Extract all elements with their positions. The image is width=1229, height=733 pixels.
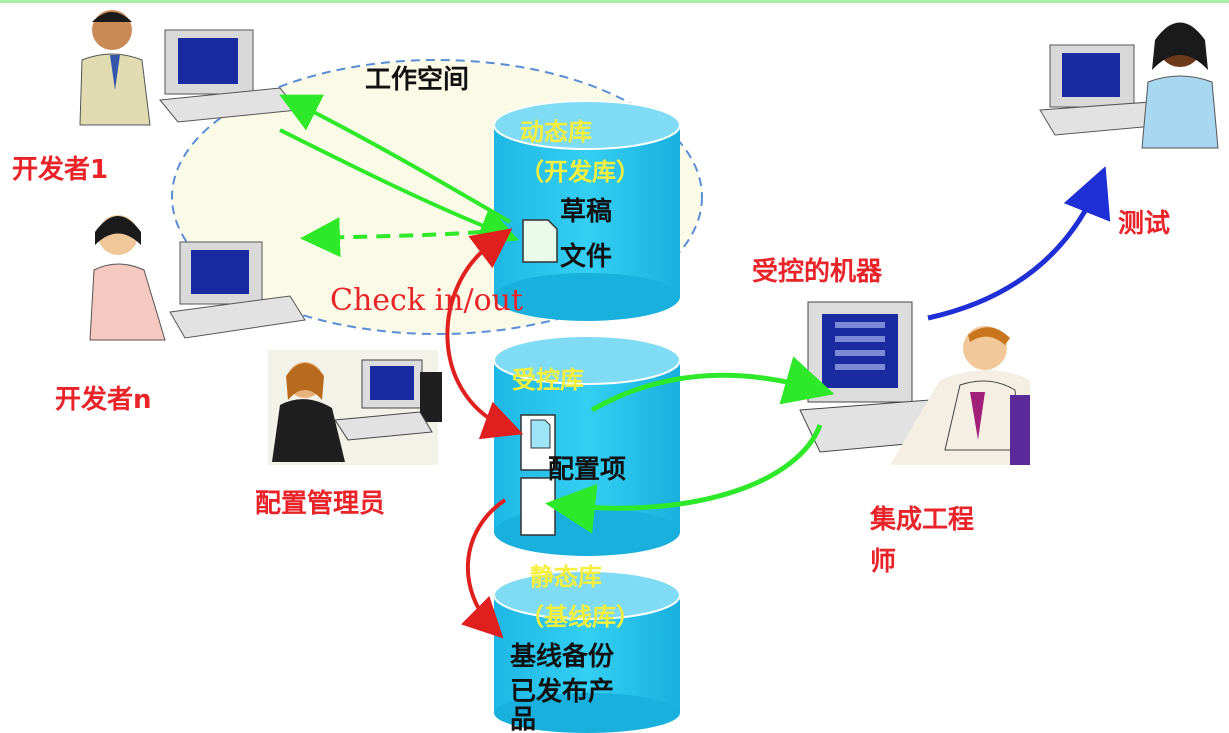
- test-label: 测试: [1118, 209, 1170, 239]
- released-product-label-line2: 品: [510, 705, 536, 733]
- static-library-subtitle: （基线库）: [520, 603, 640, 631]
- arrow-config-to-machine: [590, 356, 835, 413]
- baseline-backup-label: 基线备份: [510, 642, 614, 672]
- developern-label: 开发者n: [55, 384, 152, 415]
- integration-engineer-figure: [890, 326, 1030, 465]
- top-border: [0, 0, 1229, 3]
- draft-document-icon: [522, 219, 558, 263]
- developern-figure: [89, 215, 166, 341]
- integration-engineer-label-line1: 集成工程: [869, 504, 974, 535]
- arrow-developer1-to-draft: [279, 128, 520, 245]
- developer1-computer-icon: [159, 29, 299, 123]
- arrow-machine-to-test: [927, 166, 1111, 321]
- controlled-library-title: 受控库: [512, 366, 584, 394]
- static-library-title: 静态库: [530, 563, 602, 591]
- config-item-label: 配置项: [548, 455, 626, 485]
- controlled-machine-label: 受控的机器: [752, 256, 883, 287]
- arrow-machine-to-config: [545, 424, 823, 534]
- integration-engineer-label-line2: 师: [870, 547, 896, 577]
- config-manager-figure: [268, 350, 442, 465]
- arrow-check-in-out: [445, 228, 524, 440]
- workspace-label: 工作空间: [365, 64, 469, 95]
- draft-label: 草稿: [560, 196, 612, 227]
- config-manager-label: 配置管理员: [255, 489, 385, 519]
- developer1-figure: [79, 10, 151, 126]
- check-in-out-label: Check in/out: [330, 283, 523, 318]
- dynamic-library-cylinder: [493, 100, 681, 321]
- developern-computer-icon: [169, 241, 306, 339]
- file-label: 文件: [560, 241, 612, 272]
- tester-figure: [1141, 22, 1219, 149]
- static-library-cylinder: [493, 570, 681, 733]
- dynamic-library-title: 动态库: [520, 118, 592, 146]
- dynamic-library-subtitle: （开发库）: [520, 158, 640, 186]
- arrow-draft-to-developern: [300, 217, 506, 258]
- tester-computer-icon: [1039, 44, 1166, 136]
- developer1-label: 开发者1: [12, 154, 108, 185]
- arrow-draft-to-developer1: [279, 94, 512, 224]
- arrow-config-to-baseline: [461, 498, 507, 639]
- released-product-label-line1: 已发布产: [510, 676, 614, 707]
